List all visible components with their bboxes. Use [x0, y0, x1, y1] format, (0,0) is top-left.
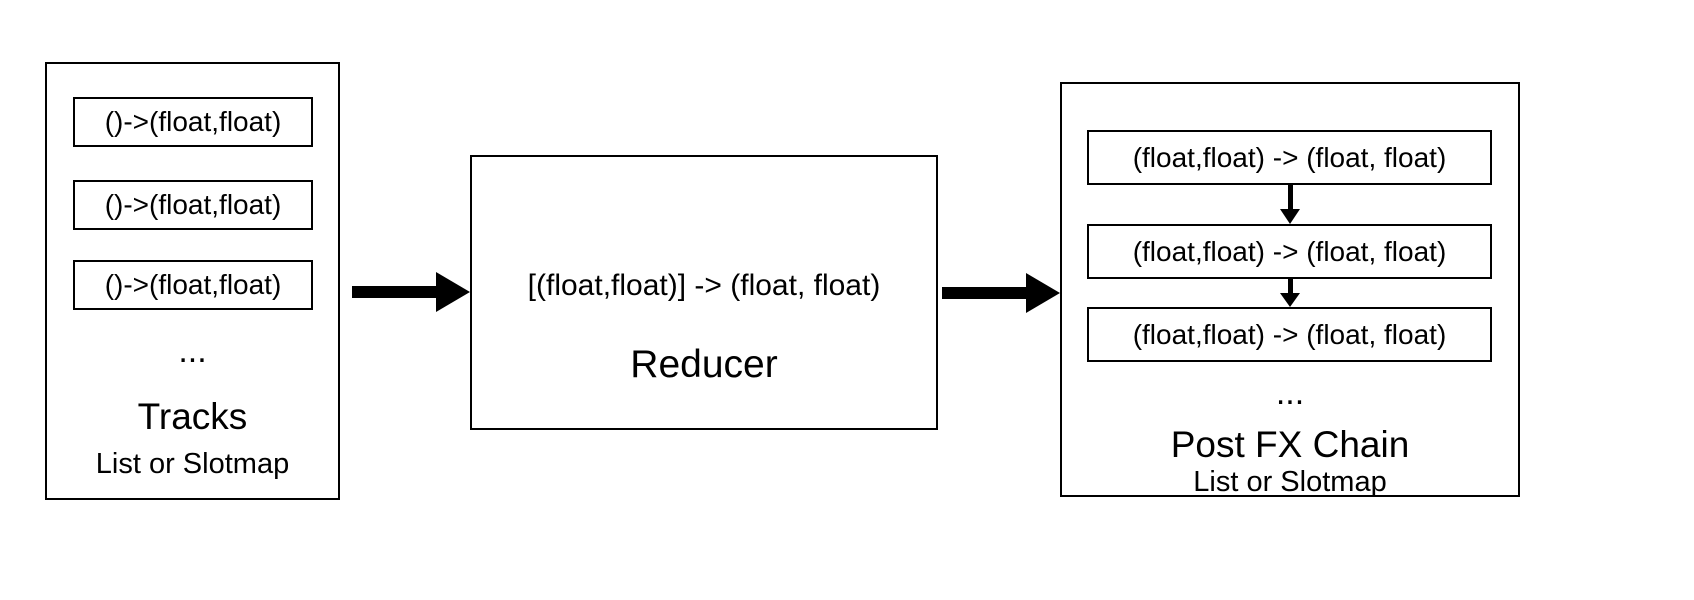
track-slot: ()->(float,float) [73, 260, 313, 310]
postfx-panel: (float,float) -> (float, float) (float,f… [1060, 82, 1520, 498]
down-arrow-icon [1280, 279, 1300, 307]
postfx-ellipsis: ... [1275, 374, 1305, 412]
track-slot: ()->(float,float) [73, 180, 313, 230]
down-arrow-icon [1280, 185, 1300, 224]
postfx-slot: (float,float) -> (float, float) [1087, 307, 1492, 362]
right-arrow-icon [942, 273, 1060, 313]
tracks-ellipsis: ... [178, 332, 207, 370]
right-arrow-icon [352, 272, 470, 312]
postfx-slot: (float,float) -> (float, float) [1087, 130, 1492, 185]
tracks-panel: ()->(float,float) ()->(float,float) ()->… [45, 62, 340, 500]
reducer-title: Reducer [630, 343, 778, 386]
tracks-title: Tracks [137, 396, 248, 437]
tracks-subtitle: List or Slotmap [95, 448, 290, 480]
reducer-panel: [(float,float)] -> (float, float) Reduce… [470, 155, 938, 430]
track-slot: ()->(float,float) [73, 97, 313, 147]
reducer-signature: [(float,float)] -> (float, float) [527, 269, 881, 302]
postfx-slot: (float,float) -> (float, float) [1087, 224, 1492, 279]
postfx-subtitle: List or Slotmap [1193, 466, 1387, 498]
postfx-title: Post FX Chain [1170, 424, 1410, 465]
